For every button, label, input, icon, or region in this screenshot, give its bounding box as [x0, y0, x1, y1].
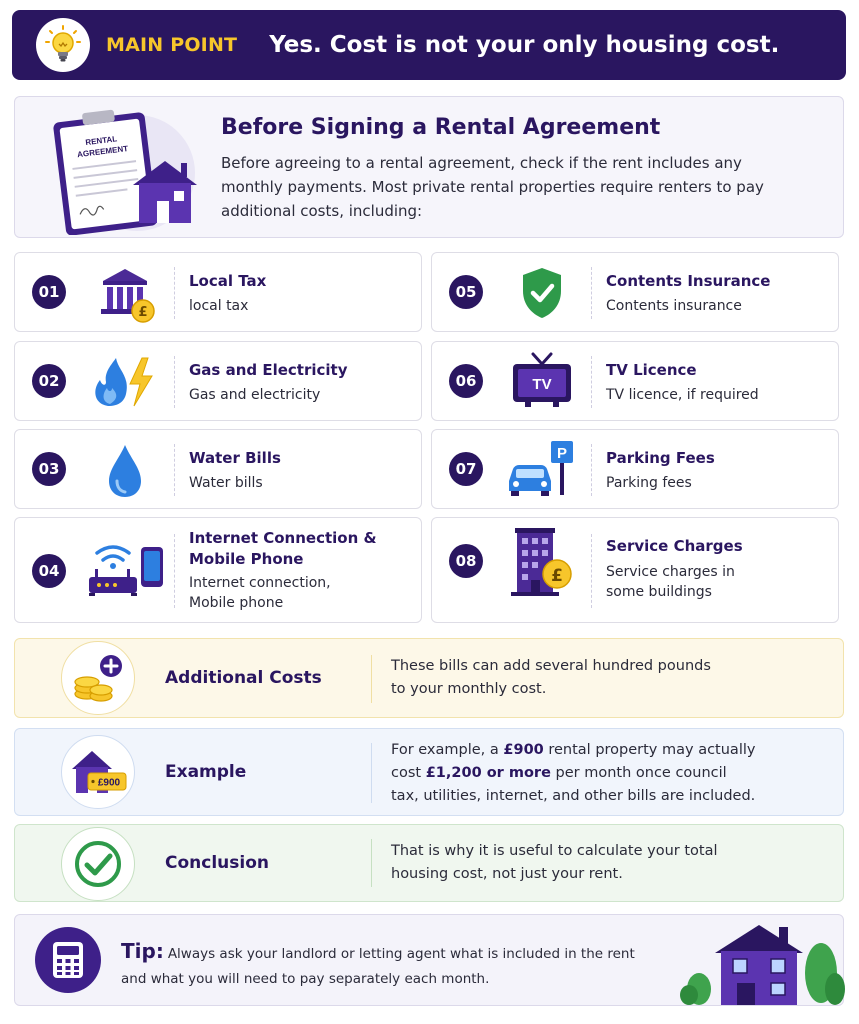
banner-headline: Yes. Cost is not your only housing cost. [269, 32, 780, 58]
card-divider [591, 356, 592, 408]
svg-text:£: £ [138, 305, 147, 320]
item-description: Internet connection, Mobile phone [189, 575, 331, 611]
cost-item-gas-electricity: 02 Gas and Electricity Gas and electrici… [14, 341, 422, 421]
card-divider [591, 444, 592, 496]
example-amount-2: £1,200 or more [425, 765, 551, 781]
item-number: 08 [449, 544, 483, 578]
item-description: local tax [189, 298, 249, 314]
example-amount-1: £900 [503, 742, 544, 758]
item-title: Parking Fees [606, 449, 715, 467]
example-text-a: For example, a [391, 742, 504, 758]
cost-item-parking-fees: 07 P Parking Fees Parking fees [431, 429, 839, 509]
additional-costs-text: These bills can add several hundred poun… [391, 658, 711, 697]
cost-item-internet-phone: 04 Internet Connection & Mobile Phone In… [14, 517, 422, 623]
item-number: 03 [32, 452, 66, 486]
main-point-banner: MAIN POINT Yes. Cost is not your only ho… [12, 10, 846, 80]
item-number: 06 [449, 364, 483, 398]
item-number: 05 [449, 275, 483, 309]
card-divider [174, 267, 175, 319]
car-parking-icon: P [502, 436, 582, 500]
price-tag-label: £900 [98, 778, 121, 789]
shield-check-icon [502, 261, 582, 325]
tip-label: Tip: [121, 939, 164, 963]
intro-body: Before agreeing to a rental agreement, c… [221, 154, 764, 220]
item-number: 02 [32, 364, 66, 398]
bank-pound-icon: £ [85, 261, 165, 325]
item-title: Gas and Electricity [189, 361, 348, 379]
card-divider [591, 267, 592, 319]
item-title: Service Charges [606, 537, 743, 555]
tv-label: TV [532, 376, 551, 393]
panel-divider [371, 743, 372, 803]
item-description: Contents insurance [606, 298, 742, 314]
intro-title: Before Signing a Rental Agreement [221, 115, 661, 140]
doc-label-1: RENTAL [85, 134, 118, 147]
check-circle-icon [61, 827, 135, 901]
example-label: Example [165, 762, 247, 782]
item-description: Gas and electricity [189, 387, 321, 403]
building-pound-icon: £ [502, 528, 582, 596]
card-divider [174, 444, 175, 496]
example-text-b: rental property may actually cost [391, 742, 756, 781]
item-description: Water bills [189, 475, 263, 491]
coins-plus-icon [61, 641, 135, 715]
banner-label: MAIN POINT [106, 34, 238, 56]
calculator-icon [35, 927, 101, 993]
item-description: TV licence, if required [606, 387, 759, 403]
cost-item-tv-licence: 06 TV TV Licence TV licence, if required [431, 341, 839, 421]
panel-divider [371, 839, 372, 887]
card-divider [174, 356, 175, 408]
example-panel: £900 Example For example, a £900 rental … [14, 728, 844, 816]
item-title: Water Bills [189, 449, 281, 467]
card-divider [174, 534, 175, 608]
conclusion-text: That is why it is useful to calculate yo… [391, 843, 718, 882]
cost-item-contents-insurance: 05 Contents Insurance Contents insurance [431, 252, 839, 332]
item-number: 07 [449, 452, 483, 486]
parking-label: P [557, 445, 567, 462]
item-description: Parking fees [606, 475, 692, 491]
additional-costs-label: Additional Costs [165, 668, 322, 688]
item-title: Local Tax [189, 272, 267, 290]
item-number: 04 [32, 554, 66, 588]
additional-costs-panel: Additional Costs These bills can add sev… [14, 638, 844, 718]
tv-icon: TV [502, 348, 582, 412]
conclusion-panel: Conclusion That is why it is useful to c… [14, 824, 844, 902]
item-title: TV Licence [606, 361, 697, 379]
tip-text: Tip:Always ask your landlord or letting … [121, 939, 646, 992]
tip-panel: Tip:Always ask your landlord or letting … [14, 914, 845, 1006]
water-drop-icon [85, 438, 165, 502]
panel-divider [371, 655, 372, 703]
house-price-tag-icon: £900 [61, 735, 135, 809]
rental-agreement-illustration: RENTAL AGREEMENT [45, 103, 215, 236]
router-phone-icon [85, 538, 165, 602]
example-text: For example, a £900 rental property may … [391, 739, 759, 808]
conclusion-label: Conclusion [165, 853, 269, 873]
lightbulb-icon [36, 18, 90, 72]
example-text-c: per month once council tax, utilities, i… [391, 765, 756, 804]
item-description: Service charges in some buildings [606, 564, 735, 600]
tip-body: Always ask your landlord or letting agen… [121, 946, 635, 987]
item-number: 01 [32, 275, 66, 309]
item-title: Internet Connection & Mobile Phone [189, 529, 377, 568]
house-trees-illustration [675, 919, 845, 1005]
cost-item-local-tax: 01 £ Local Tax local tax [14, 252, 422, 332]
intro-panel: RENTAL AGREEMENT Before Signing a Rental… [14, 96, 844, 238]
card-divider [591, 534, 592, 608]
svg-text:£: £ [551, 566, 563, 586]
cost-item-service-charges: 08 £ Service Charges Service charges in … [431, 517, 839, 623]
cost-item-water-bills: 03 Water Bills Water bills [14, 429, 422, 509]
flame-bolt-icon [85, 350, 165, 414]
item-title: Contents Insurance [606, 272, 771, 290]
